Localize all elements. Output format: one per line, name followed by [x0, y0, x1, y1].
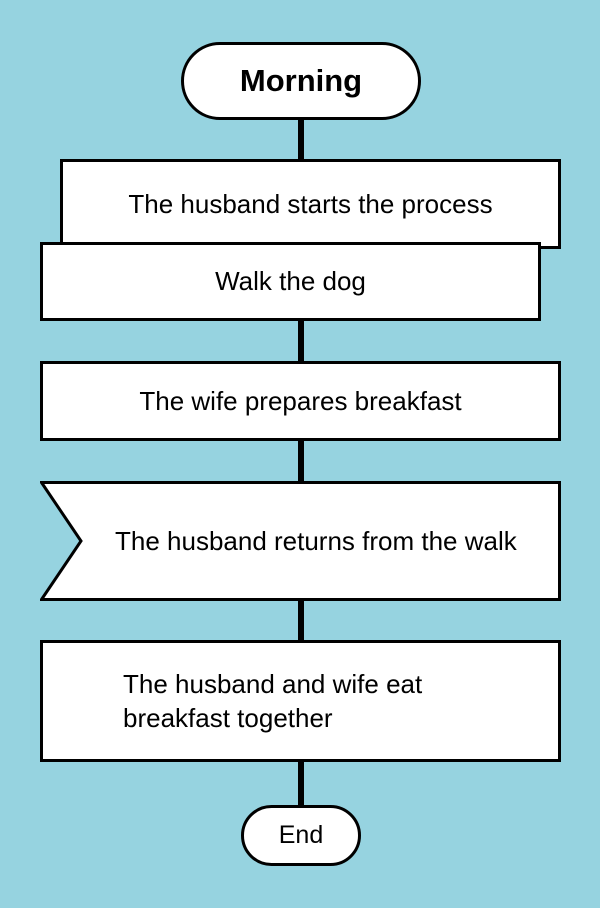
- node-husband-starts-label: The husband starts the process: [128, 188, 493, 219]
- node-wife-breakfast[interactable]: The wife prepares breakfast: [40, 361, 561, 441]
- node-end[interactable]: End: [241, 805, 361, 866]
- node-morning-label: Morning: [239, 62, 363, 98]
- connector-wife-breakfast-to-husband-returns: [298, 434, 304, 488]
- connector-walk-dog-to-wife-breakfast: [298, 314, 304, 368]
- node-husband-returns[interactable]: The husband returns from the walk: [40, 481, 561, 601]
- node-eat-together[interactable]: The husband and wife eat breakfast toget…: [40, 640, 561, 762]
- node-husband-returns-label: The husband returns from the walk: [115, 525, 517, 556]
- node-husband-starts[interactable]: The husband starts the process: [60, 159, 561, 249]
- chevron-shape-icon: [40, 481, 561, 601]
- node-wife-breakfast-label: The wife prepares breakfast: [139, 385, 462, 416]
- connector-eat-together-to-end: [298, 755, 304, 811]
- connector-husband-returns-to-eat-together: [298, 594, 304, 648]
- node-walk-dog-label: Walk the dog: [215, 266, 366, 297]
- node-end-label: End: [278, 821, 324, 849]
- node-eat-together-label: The husband and wife eat breakfast toget…: [123, 668, 423, 733]
- connector-morning-to-husband-starts: [298, 112, 304, 166]
- node-morning[interactable]: Morning: [181, 42, 421, 120]
- node-walk-dog[interactable]: Walk the dog: [40, 242, 541, 321]
